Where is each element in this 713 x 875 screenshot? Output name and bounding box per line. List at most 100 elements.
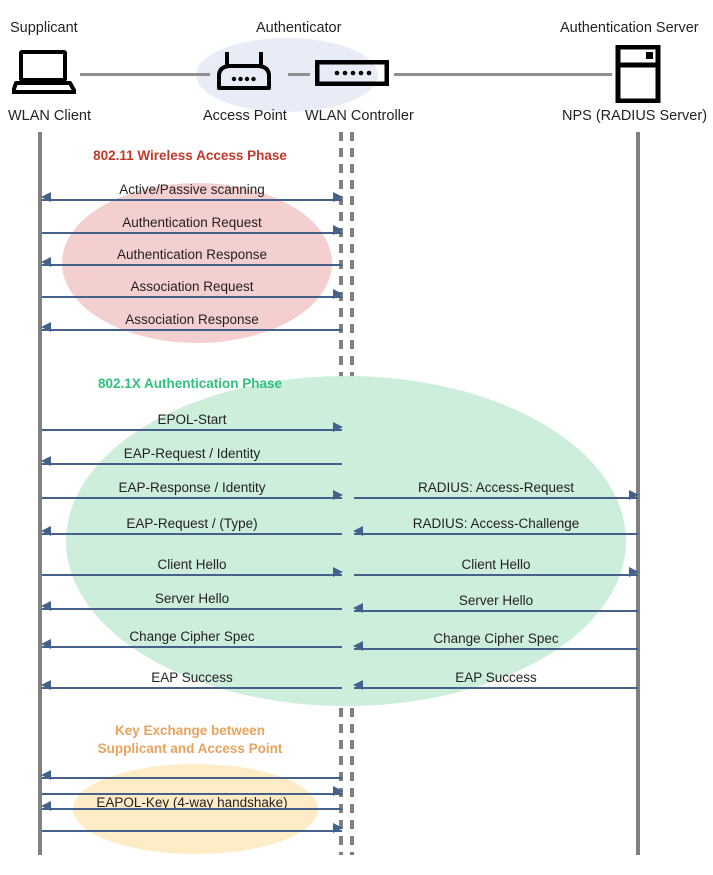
wireless-access-point-icon	[215, 50, 273, 97]
message-row: Client Hello	[354, 557, 639, 585]
message-line	[42, 199, 342, 201]
message-label: Association Request	[130, 279, 254, 294]
message-line	[42, 533, 342, 535]
message-line	[42, 264, 342, 266]
message-label: Client Hello	[461, 557, 531, 572]
phase-3-title: Key Exchange between Supplicant and Acce…	[40, 722, 340, 758]
server-icon	[615, 44, 661, 108]
wire-client-to-ap	[80, 73, 210, 76]
message-row: EAP Success	[353, 670, 638, 698]
arrowhead-left-icon	[353, 641, 363, 651]
message-line	[42, 687, 342, 689]
message-label: RADIUS: Access-Challenge	[412, 516, 580, 531]
arrowhead-left-icon	[41, 322, 51, 332]
message-label: Authentication Response	[116, 247, 268, 262]
message-label: Server Hello	[458, 593, 534, 608]
message-row: EAP-Response / Identity	[42, 480, 343, 508]
message-row: Change Cipher Spec	[353, 631, 638, 659]
message-row: Change Cipher Spec	[41, 629, 342, 657]
message-label: RADIUS: Access-Request	[417, 480, 575, 495]
actor-device-access-point: Access Point	[203, 108, 287, 124]
phase-1-title: 802.11 Wireless Access Phase	[93, 148, 287, 163]
arrowhead-left-icon	[41, 801, 51, 811]
message-label: Server Hello	[154, 591, 230, 606]
message-line	[42, 232, 342, 234]
message-row: RADIUS: Access-Challenge	[353, 516, 638, 544]
message-row: Association Response	[41, 312, 342, 340]
arrowhead-left-icon	[353, 603, 363, 613]
message-row	[42, 821, 343, 841]
arrowhead-right-icon	[333, 192, 343, 202]
message-line	[354, 687, 638, 689]
arrowhead-right-icon	[333, 490, 343, 500]
message-label: EAP-Request / (Type)	[126, 516, 258, 531]
message-row: EAP Success	[41, 670, 342, 698]
phase-3-title-line-2: Supplicant and Access Point	[97, 741, 283, 756]
arrowhead-left-icon	[41, 192, 51, 202]
message-row: Authentication Request	[42, 215, 343, 243]
message-row: EAP-Request / Identity	[41, 446, 342, 474]
message-line	[354, 610, 638, 612]
message-line	[42, 497, 342, 499]
arrowhead-right-icon	[333, 225, 343, 235]
arrowhead-left-icon	[41, 770, 51, 780]
phase-1-highlight-ellipse	[62, 183, 332, 343]
arrowhead-left-icon	[41, 680, 51, 690]
wire-controller-to-server	[394, 73, 612, 76]
message-row: Authentication Response	[41, 247, 342, 275]
message-line	[354, 574, 638, 576]
arrowhead-left-icon	[41, 639, 51, 649]
arrowhead-right-icon	[333, 567, 343, 577]
message-line	[42, 830, 342, 832]
message-line	[42, 463, 342, 465]
actor-device-wlan-client: WLAN Client	[8, 108, 91, 124]
message-row	[42, 784, 343, 804]
message-label: EAP-Request / Identity	[123, 446, 261, 461]
actor-device-nps-radius-server: NPS (RADIUS Server)	[562, 108, 708, 124]
arrowhead-right-icon	[333, 289, 343, 299]
actor-device-wlan-controller: WLAN Controller	[305, 108, 414, 124]
message-row: Association Request	[42, 279, 343, 307]
message-line	[42, 646, 342, 648]
phase-2-title: 802.1X Authentication Phase	[97, 376, 283, 391]
message-line	[42, 329, 342, 331]
arrowhead-right-icon	[333, 786, 343, 796]
arrowhead-right-icon	[333, 823, 343, 833]
arrowhead-left-icon	[353, 526, 363, 536]
message-line	[42, 808, 342, 810]
actor-role-authentication-server: Authentication Server	[560, 20, 699, 36]
lifeline-supplicant	[38, 132, 42, 855]
arrowhead-left-icon	[41, 526, 51, 536]
message-label: EAP Success	[151, 670, 233, 685]
actor-role-supplicant: Supplicant	[10, 20, 78, 36]
arrowhead-right-icon	[629, 567, 639, 577]
message-row: EAPOL-Key (4-way handshake)	[41, 795, 342, 819]
wlan-controller-icon	[314, 59, 390, 91]
message-label: EAP-Response / Identity	[118, 480, 266, 495]
message-row: Server Hello	[353, 593, 638, 621]
laptop-icon	[11, 50, 77, 99]
message-label: Authentication Request	[122, 215, 262, 230]
actor-role-authenticator: Authenticator	[256, 20, 342, 36]
arrowhead-left-icon	[41, 601, 51, 611]
message-row: RADIUS: Access-Request	[354, 480, 639, 508]
message-row: Server Hello	[41, 591, 342, 619]
message-line	[42, 777, 342, 779]
message-line	[42, 793, 342, 795]
message-line	[42, 574, 342, 576]
message-label: Change Cipher Spec	[129, 629, 255, 644]
message-label: EPOL-Start	[157, 412, 227, 427]
message-label: Active/Passive scanning	[119, 182, 265, 197]
phase-3-title-line-1: Key Exchange between	[114, 723, 266, 738]
message-label: Client Hello	[157, 557, 227, 572]
message-row: EPOL-Start	[42, 412, 343, 440]
message-row: EAP-Request / (Type)	[41, 516, 342, 544]
message-row	[41, 768, 342, 788]
message-label: EAPOL-Key (4-way handshake)	[96, 795, 288, 810]
arrowhead-left-icon	[41, 257, 51, 267]
phase-2-highlight-ellipse	[66, 376, 626, 706]
arrowhead-right-icon	[333, 422, 343, 432]
message-row: Client Hello	[42, 557, 343, 585]
message-line	[42, 608, 342, 610]
